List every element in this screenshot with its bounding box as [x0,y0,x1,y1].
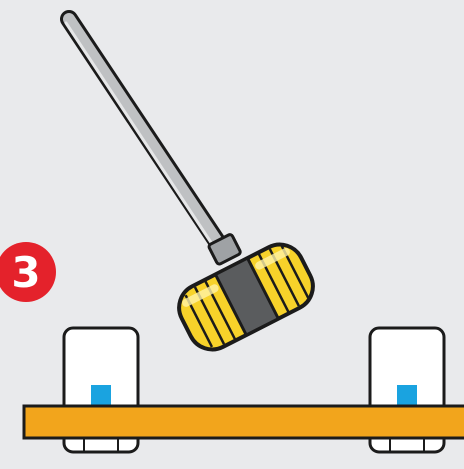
right-block-marker [397,385,417,407]
board [24,406,464,438]
step-number: 3 [11,248,40,297]
left-block-marker [91,385,111,407]
